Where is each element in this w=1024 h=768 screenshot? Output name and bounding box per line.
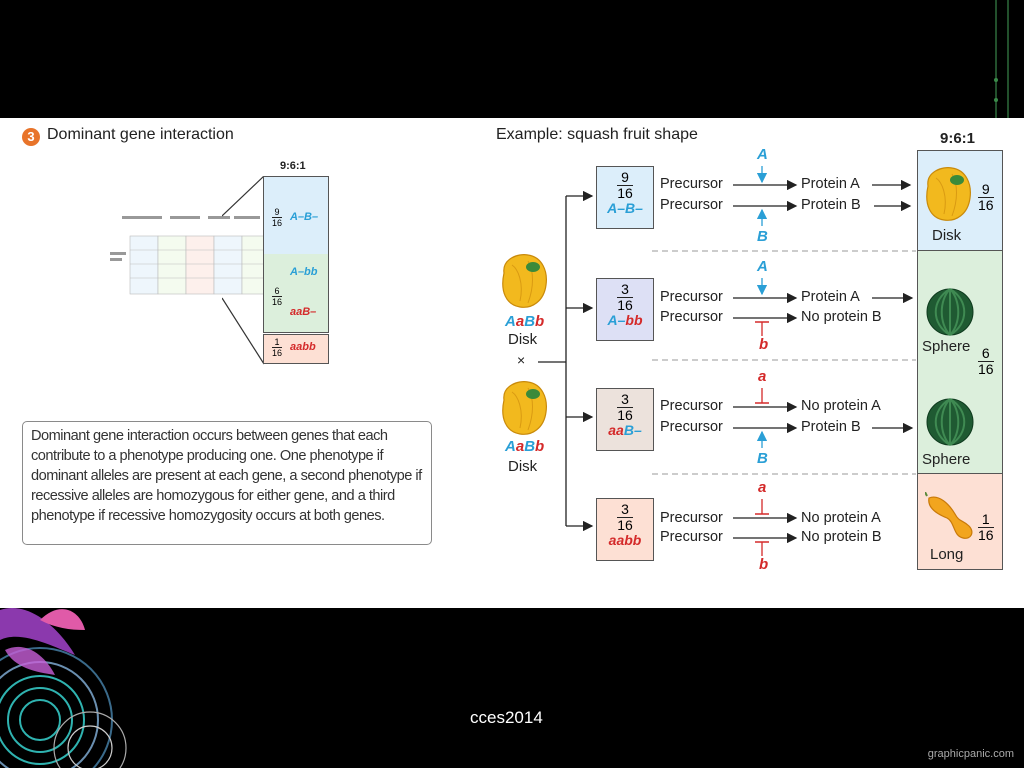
decorative-swirl-art <box>0 608 127 768</box>
bracket-genotype-disk: A–B– <box>290 211 319 223</box>
punnett-square-thumbnail <box>110 216 265 295</box>
disk-squash-image-3 <box>926 167 971 221</box>
allele-label: a <box>758 479 767 496</box>
phenotype-fraction-den: 16 <box>978 527 994 543</box>
precursor-label: Precursor <box>660 197 723 213</box>
right-ratio-label: 9:6:1 <box>940 130 976 147</box>
allele-label: a <box>758 368 767 385</box>
precursor-label: Precursor <box>660 529 723 545</box>
product-label: No protein B <box>801 529 882 545</box>
product-label: Protein B <box>801 197 861 213</box>
phenotype-fraction-num: 6 <box>978 346 994 362</box>
description-box: Dominant gene interaction occurs between… <box>22 421 432 545</box>
product-label: No protein A <box>801 398 881 414</box>
allele-label: b <box>759 556 769 573</box>
phenotype-fraction-den: 16 <box>978 361 994 377</box>
parent-phenotype-2: Disk <box>508 458 538 475</box>
bracket-genotype-sphere-1: A–bb <box>290 266 318 278</box>
footer-text: cces2014 <box>470 708 543 727</box>
offspring-genotype-2: A–bb <box>607 312 643 328</box>
product-label: Protein A <box>801 289 860 305</box>
section-number-badge: 3 <box>22 128 40 146</box>
phenotype-label-sphere-2: Sphere <box>922 451 971 468</box>
credit-text: graphicpanic.com <box>927 748 1014 760</box>
phenotype-label-sphere-1: Sphere <box>922 338 971 355</box>
product-label: No protein A <box>801 510 881 526</box>
cross-symbol: × <box>517 352 526 368</box>
allele-label: B <box>757 228 768 245</box>
sphere-squash-image-1 <box>926 288 974 336</box>
bracket-genotype-long: aabb <box>290 341 316 353</box>
precursor-label: Precursor <box>660 176 723 192</box>
example-title: Example: squash fruit shape <box>496 126 698 143</box>
phenotype-label-disk: Disk <box>932 227 962 244</box>
offspring-genotype-4: aabb <box>608 532 642 548</box>
phenotype-label-long: Long <box>930 546 964 563</box>
precursor-label: Precursor <box>660 289 723 305</box>
product-label: Protein B <box>801 419 861 435</box>
disk-squash-image-2 <box>502 381 547 435</box>
long-squash-image <box>925 492 973 539</box>
allele-label: b <box>759 336 769 353</box>
product-label: Protein A <box>801 176 860 192</box>
decorative-lines <box>994 0 1009 118</box>
phenotype-fraction-num: 1 <box>978 512 994 528</box>
precursor-label: Precursor <box>660 419 723 435</box>
allele-label: A <box>757 146 768 163</box>
phenotype-fraction-den: 16 <box>978 197 994 213</box>
bracket-connector-lines <box>222 176 265 365</box>
allele-label: B <box>757 450 768 467</box>
offspring-genotype-1: A–B– <box>607 200 643 216</box>
phenotype-fraction-num: 9 <box>978 182 994 198</box>
disk-squash-image-1 <box>502 254 547 308</box>
section-title: Dominant gene interaction <box>47 126 234 143</box>
left-ratio-label: 9:6:1 <box>280 160 306 172</box>
precursor-label: Precursor <box>660 510 723 526</box>
precursor-label: Precursor <box>660 309 723 325</box>
product-label: No protein B <box>801 309 882 325</box>
bracket-genotype-sphere-2: aaB– <box>290 306 317 318</box>
parent-genotype-1: AaBb <box>505 313 545 330</box>
parent-genotype-2: AaBb <box>505 438 545 455</box>
sphere-squash-image-2 <box>926 398 974 446</box>
pathway-arrows <box>538 166 916 556</box>
parent-phenotype-1: Disk <box>508 331 538 348</box>
precursor-label: Precursor <box>660 398 723 414</box>
offspring-genotype-3: aaB– <box>608 422 642 438</box>
allele-label: A <box>757 258 768 275</box>
